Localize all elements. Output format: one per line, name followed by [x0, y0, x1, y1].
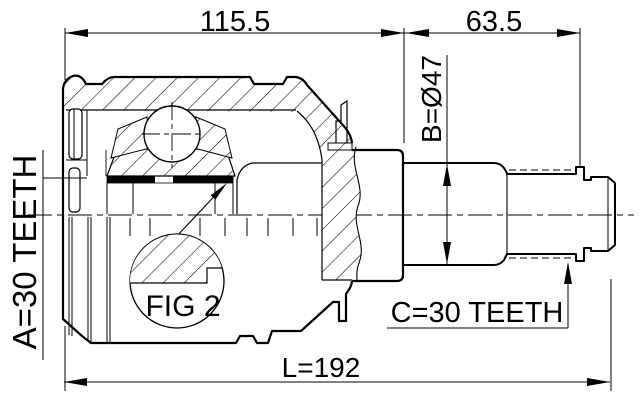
label-c-text: C=30 TEETH — [391, 297, 564, 329]
break-line-wavy — [353, 146, 362, 282]
dim-b-text: B=Ø47 — [416, 55, 447, 143]
housing-outline-upper — [61, 74, 354, 215]
dim-l-text: L=192 — [282, 352, 361, 383]
label-c-spline: C=30 TEETH — [387, 262, 572, 329]
housing-outline-lower — [61, 215, 354, 345]
fig2-leader-arrowhead — [210, 183, 227, 200]
dim-63-5-text: 63.5 — [466, 6, 522, 38]
snap-ring-upper — [68, 108, 83, 160]
arrowhead — [564, 262, 572, 284]
dim-115-5: 115.5 — [64, 6, 405, 143]
arrowhead — [587, 378, 610, 386]
spline-groove-right — [173, 176, 233, 183]
shaft-spline-edges — [106, 183, 234, 214]
cage-section-left — [110, 116, 151, 159]
housing-section — [61, 74, 362, 345]
arrowhead — [443, 164, 451, 186]
arrowhead — [557, 29, 580, 37]
shaft-outline — [403, 162, 616, 266]
spline-groove-left — [107, 176, 155, 183]
label-a-spline: A=30 TEETH — [6, 150, 44, 360]
housing-groove-lines — [68, 217, 111, 343]
joint-internals — [43, 102, 322, 214]
snap-ring-lower — [68, 167, 81, 213]
arrowhead — [64, 378, 87, 386]
fig2-step-profile — [130, 267, 222, 284]
shaft-assembly — [352, 148, 616, 283]
fig2-hatch-region — [129, 234, 222, 283]
arrowhead — [443, 242, 451, 264]
arrowhead — [65, 29, 88, 37]
stub-shaft-nose — [236, 162, 253, 214]
housing-wall-hatch-top — [63, 75, 307, 112]
dim-l-total: L=192 — [64, 279, 612, 391]
label-a-text: A=30 TEETH — [6, 155, 43, 350]
housing-wall-hatch-right — [297, 85, 362, 280]
dust-shield — [327, 99, 353, 151]
dim-63-5: 63.5 — [404, 6, 581, 166]
housing-inner-fillet — [296, 110, 323, 280]
fig2-label: FIG 2 — [145, 290, 220, 323]
dim-115-5-text: 115.5 — [200, 6, 270, 38]
arrowhead — [406, 29, 429, 37]
inner-edges-below-centerline — [129, 218, 318, 236]
fig2-detail: FIG 2 — [129, 183, 227, 329]
arrowhead — [381, 29, 404, 37]
dim-b-diameter: B=Ø47 — [416, 55, 451, 264]
